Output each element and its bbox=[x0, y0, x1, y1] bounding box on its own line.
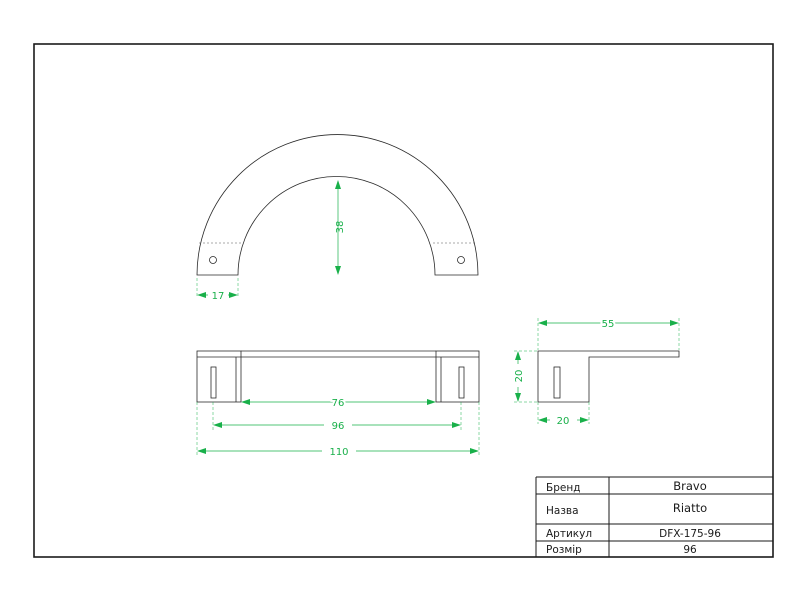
title-block-article-label: Артикул bbox=[546, 528, 592, 540]
side-view bbox=[537, 350, 680, 403]
front-hole-left bbox=[210, 366, 217, 399]
dim-arch-height-label: 38 bbox=[335, 221, 346, 234]
drawing-frame bbox=[33, 43, 774, 558]
top-view-arch bbox=[196, 134, 479, 276]
title-block: Бренд Bravo Назва Riatto Артикул DFX-175… bbox=[535, 476, 773, 557]
dim-side-length-label: 55 bbox=[602, 319, 615, 330]
front-view bbox=[196, 350, 480, 403]
dim-inner-span-label: 76 bbox=[332, 398, 345, 409]
dim-side-height-label: 20 bbox=[514, 370, 525, 383]
dim-arch-height: 38 bbox=[335, 180, 346, 275]
front-post-left bbox=[196, 350, 242, 403]
dim-leg-width-label: 17 bbox=[212, 291, 225, 302]
arch-outline bbox=[196, 134, 479, 276]
dim-hole-spacing: 96 bbox=[212, 402, 462, 432]
dim-inner-span: 76 bbox=[241, 396, 436, 411]
title-block-article-value: DFX-175-96 bbox=[659, 528, 721, 540]
dim-overall-length-label: 110 bbox=[329, 447, 348, 458]
title-block-size-value: 96 bbox=[683, 544, 697, 556]
arch-hole-right bbox=[457, 256, 465, 264]
side-outline bbox=[537, 350, 680, 403]
arch-hole-left bbox=[209, 256, 217, 264]
dim-overall-length: 110 bbox=[196, 402, 480, 458]
side-hole bbox=[553, 366, 561, 399]
title-block-name-value: Riatto bbox=[673, 501, 707, 515]
front-post-right bbox=[435, 350, 480, 403]
title-block-size-label: Розмір bbox=[546, 544, 582, 556]
dim-hole-spacing-label: 96 bbox=[332, 421, 345, 432]
dim-side-height: 20 bbox=[514, 350, 537, 403]
title-block-name-label: Назва bbox=[546, 505, 579, 517]
front-hole-right bbox=[458, 366, 465, 399]
dim-side-base-label: 20 bbox=[557, 416, 570, 427]
title-block-brand-label: Бренд bbox=[546, 482, 580, 494]
dim-side-length: 55 bbox=[537, 317, 680, 350]
title-block-brand-value: Bravo bbox=[673, 479, 707, 493]
dim-leg-width: 17 bbox=[196, 278, 239, 302]
dim-side-base: 20 bbox=[537, 402, 590, 427]
